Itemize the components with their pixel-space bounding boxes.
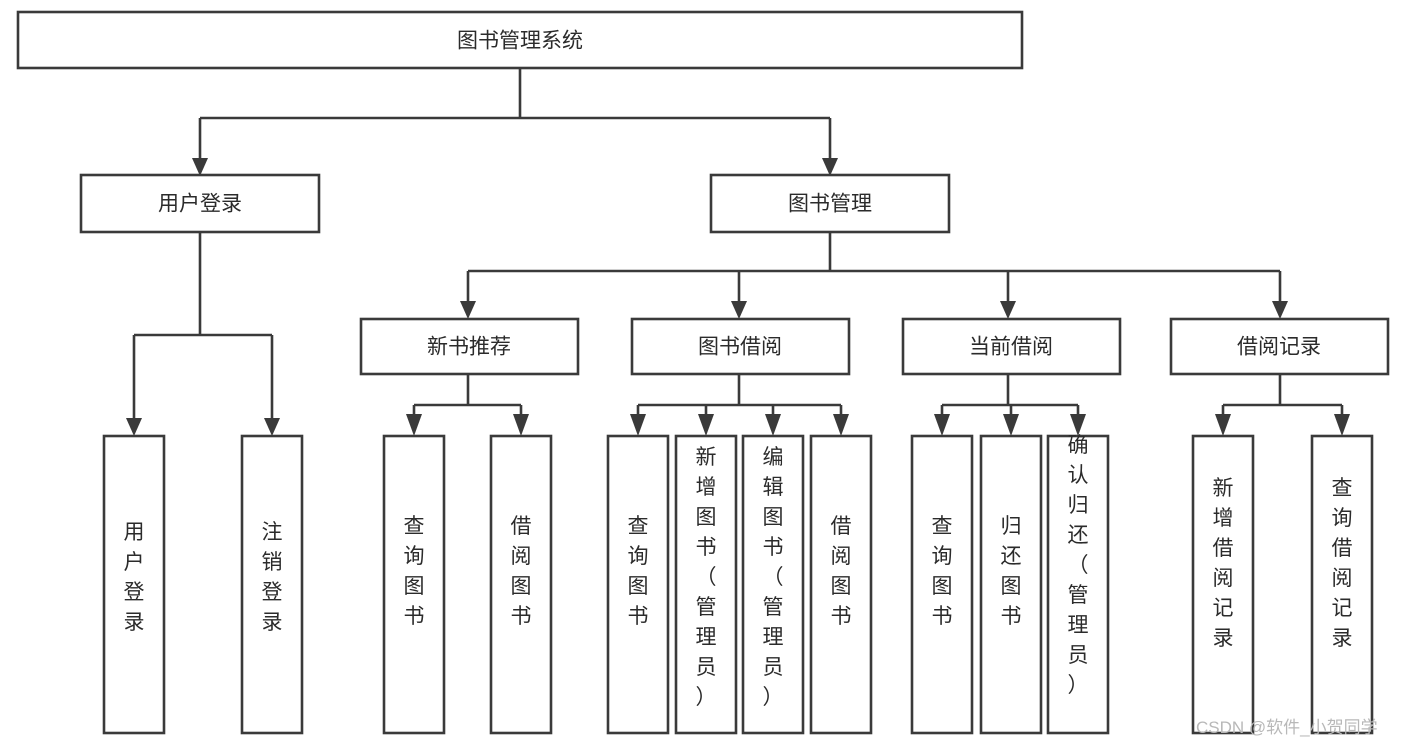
node-book-manage-box[interactable]: [709, 173, 951, 234]
leaf-edit-book-box[interactable]: [741, 434, 805, 735]
leaf-query-book-3-box[interactable]: [910, 434, 974, 735]
node-book-borrow[interactable]: 图书借阅: [630, 317, 851, 376]
node-root[interactable]: 图书管理系统: [16, 10, 1024, 70]
connector-layer: [126, 68, 1350, 436]
leaf-confirm-return[interactable]: 确认归还（管理员）: [1046, 434, 1110, 735]
watermark-label: CSDN @软件_小贺同学: [1196, 718, 1378, 737]
node-book-manage-label: 图书管理: [788, 193, 872, 216]
node-new-book-recommend-label: 新书推荐: [427, 336, 511, 359]
arrow-nbr-leaf-1: [513, 414, 529, 436]
node-root-box[interactable]: [16, 10, 1024, 70]
leaf-logout[interactable]: 注销登录: [240, 434, 304, 735]
node-user-login-box[interactable]: [79, 173, 321, 234]
arrow-br-leaf-0: [1215, 414, 1231, 436]
leaf-query-book-2-box[interactable]: [606, 434, 670, 735]
node-book-manage[interactable]: 图书管理: [709, 173, 951, 234]
node-root-label: 图书管理系统: [457, 30, 583, 53]
leaf-query-book-2-label: 查询图书: [628, 515, 649, 628]
leaf-borrow-book-1-box[interactable]: [489, 434, 553, 735]
node-book-borrow-label: 图书借阅: [698, 336, 782, 359]
arrow-cb-leaf-0: [934, 414, 950, 436]
leaf-add-record[interactable]: 新增借阅记录: [1191, 434, 1255, 735]
leaf-confirm-return-box[interactable]: [1046, 434, 1110, 735]
node-borrow-record-label: 借阅记录: [1237, 336, 1321, 359]
arrow-ul-leaf-1: [264, 418, 280, 436]
arrow-bb-leaf-0: [630, 414, 646, 436]
node-new-book-recommend-box[interactable]: [359, 317, 580, 376]
leaf-query-book-2[interactable]: 查询图书: [606, 434, 670, 735]
node-borrow-record[interactable]: 借阅记录: [1169, 317, 1390, 376]
leaf-query-record-label: 查询借阅记录: [1332, 477, 1353, 650]
leaf-return-book-label: 归还图书: [1001, 515, 1022, 628]
leaf-return-book-box[interactable]: [979, 434, 1043, 735]
leaf-add-book[interactable]: 新增图书（管理员）: [674, 434, 738, 735]
arrow-bm-to-l3-0: [460, 301, 476, 319]
leaf-borrow-book-1-label: 借阅图书: [511, 515, 532, 628]
arrow-cb-leaf-2: [1070, 414, 1086, 436]
arrow-nbr-leaf-0: [406, 414, 422, 436]
leaf-query-book-1[interactable]: 查询图书: [382, 434, 446, 735]
arrow-ul-leaf-0: [126, 418, 142, 436]
leaf-add-book-label: 新增图书（管理员）: [696, 446, 717, 709]
leaf-user-login[interactable]: 用户登录: [102, 434, 166, 735]
arrow-bb-leaf-2: [765, 414, 781, 436]
leaf-borrow-book-2-label: 借阅图书: [831, 515, 852, 628]
leaf-borrow-book-2[interactable]: 借阅图书: [809, 434, 873, 735]
arrow-bm-to-l3-1: [731, 301, 747, 319]
node-current-borrow-box[interactable]: [901, 317, 1122, 376]
arrow-bb-leaf-1: [698, 414, 714, 436]
leaf-add-book-box[interactable]: [674, 434, 738, 735]
node-current-borrow-label: 当前借阅: [969, 336, 1053, 359]
leaf-edit-book[interactable]: 编辑图书（管理员）: [741, 434, 805, 735]
leaf-logout-box[interactable]: [240, 434, 304, 735]
leaf-query-record[interactable]: 查询借阅记录: [1310, 434, 1374, 735]
arrow-bb-leaf-3: [833, 414, 849, 436]
arrow-cb-leaf-1: [1003, 414, 1019, 436]
arrow-root-to-user-login: [192, 158, 208, 176]
leaf-query-book-3[interactable]: 查询图书: [910, 434, 974, 735]
leaf-user-login-box[interactable]: [102, 434, 166, 735]
leaf-user-login-label: 用户登录: [124, 521, 145, 634]
leaf-logout-label: 注销登录: [262, 521, 283, 634]
leaf-add-record-label: 新增借阅记录: [1213, 477, 1234, 650]
node-current-borrow[interactable]: 当前借阅: [901, 317, 1122, 376]
node-book-borrow-box[interactable]: [630, 317, 851, 376]
arrow-bm-to-l3-3: [1272, 301, 1288, 319]
node-user-login-label: 用户登录: [158, 193, 242, 216]
leaf-query-book-3-label: 查询图书: [932, 515, 953, 628]
arrow-br-leaf-1: [1334, 414, 1350, 436]
leaf-edit-book-label: 编辑图书（管理员）: [763, 446, 784, 709]
leaf-query-book-1-box[interactable]: [382, 434, 446, 735]
node-borrow-record-box[interactable]: [1169, 317, 1390, 376]
leaf-add-record-box[interactable]: [1191, 434, 1255, 735]
leaf-borrow-book-2-box[interactable]: [809, 434, 873, 735]
leaf-borrow-book-1[interactable]: 借阅图书: [489, 434, 553, 735]
leaf-return-book[interactable]: 归还图书: [979, 434, 1043, 735]
leaf-query-record-box[interactable]: [1310, 434, 1374, 735]
leaf-query-book-1-label: 查询图书: [404, 515, 425, 628]
node-new-book-recommend[interactable]: 新书推荐: [359, 317, 580, 376]
node-user-login[interactable]: 用户登录: [79, 173, 321, 234]
arrow-bm-to-l3-2: [1000, 301, 1016, 319]
leaf-confirm-return-label: 确认归还（管理员）: [1068, 434, 1089, 697]
arrow-root-to-book-manage: [822, 158, 838, 176]
